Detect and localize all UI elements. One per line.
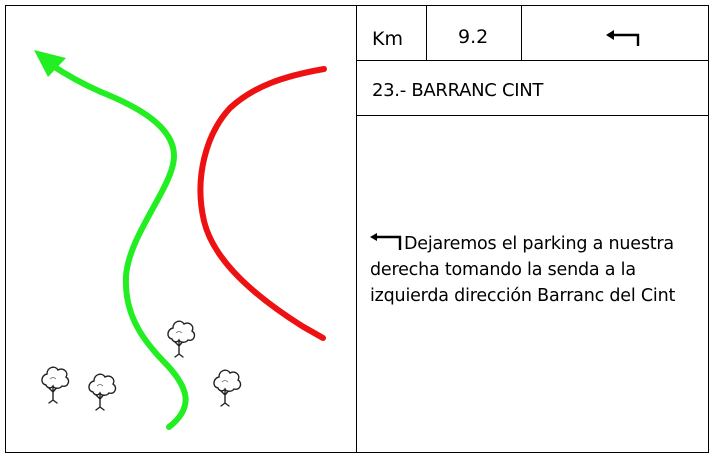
table-col-divider-1 — [426, 5, 427, 61]
waypoint-title: 23.- BARRANC CINT — [372, 80, 544, 101]
km-value: 9.2 — [458, 26, 489, 48]
route-arrowhead — [34, 50, 66, 77]
tree-icon — [167, 320, 196, 358]
km-label: Km — [372, 28, 403, 50]
tree-icon — [213, 369, 242, 407]
map-sketch — [6, 6, 356, 452]
table-row-divider-1 — [356, 60, 709, 61]
table-col-divider-2 — [521, 5, 522, 61]
table-border-left — [5, 5, 6, 453]
tree-icon — [41, 366, 70, 404]
table-row-divider-2 — [356, 115, 709, 116]
route-path — [47, 61, 189, 430]
waypoint-description: Dejaremos el parking a nuestra derecha t… — [370, 231, 708, 309]
turn-left-arrow-icon — [606, 26, 642, 50]
tree-icon — [88, 373, 117, 411]
table-border-top — [5, 5, 709, 6]
turn-left-arrow-icon — [370, 233, 404, 251]
other-path — [197, 66, 327, 341]
table-divider-map — [356, 5, 357, 453]
table-border-bottom — [5, 452, 709, 453]
table-border-right — [708, 5, 709, 453]
description-text: Dejaremos el parking a nuestra derecha t… — [370, 234, 676, 306]
